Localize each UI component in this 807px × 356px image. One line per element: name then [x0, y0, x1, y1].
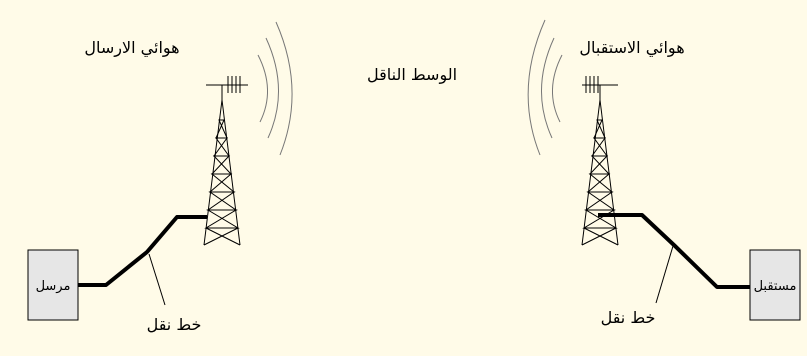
receiver-label: مستقبل [754, 279, 797, 294]
rx-line-pointer [655, 245, 674, 304]
rx-antenna-icon [582, 76, 618, 102]
rx-line-label: خط نقل [601, 308, 656, 327]
rx-transmission-line [598, 213, 752, 289]
sender-label: مرسل [36, 279, 71, 294]
rx-radio-waves [527, 19, 563, 156]
tx-line-label: خط نقل [147, 315, 202, 334]
tx-radio-waves [257, 21, 293, 156]
tx-line-pointer [148, 253, 166, 306]
rx-tower [581, 99, 619, 246]
rx-antenna-label: هوائي الاستقبال [579, 38, 684, 58]
tx-antenna-label: هوائي الارسال [84, 38, 179, 58]
sender-box: مرسل [27, 249, 79, 321]
receiver-box: مستقبل [749, 249, 801, 321]
medium-label: الوسط الناقل [367, 65, 457, 85]
tx-transmission-line [78, 215, 207, 287]
tx-tower [203, 99, 241, 246]
tx-antenna-icon [206, 76, 248, 102]
